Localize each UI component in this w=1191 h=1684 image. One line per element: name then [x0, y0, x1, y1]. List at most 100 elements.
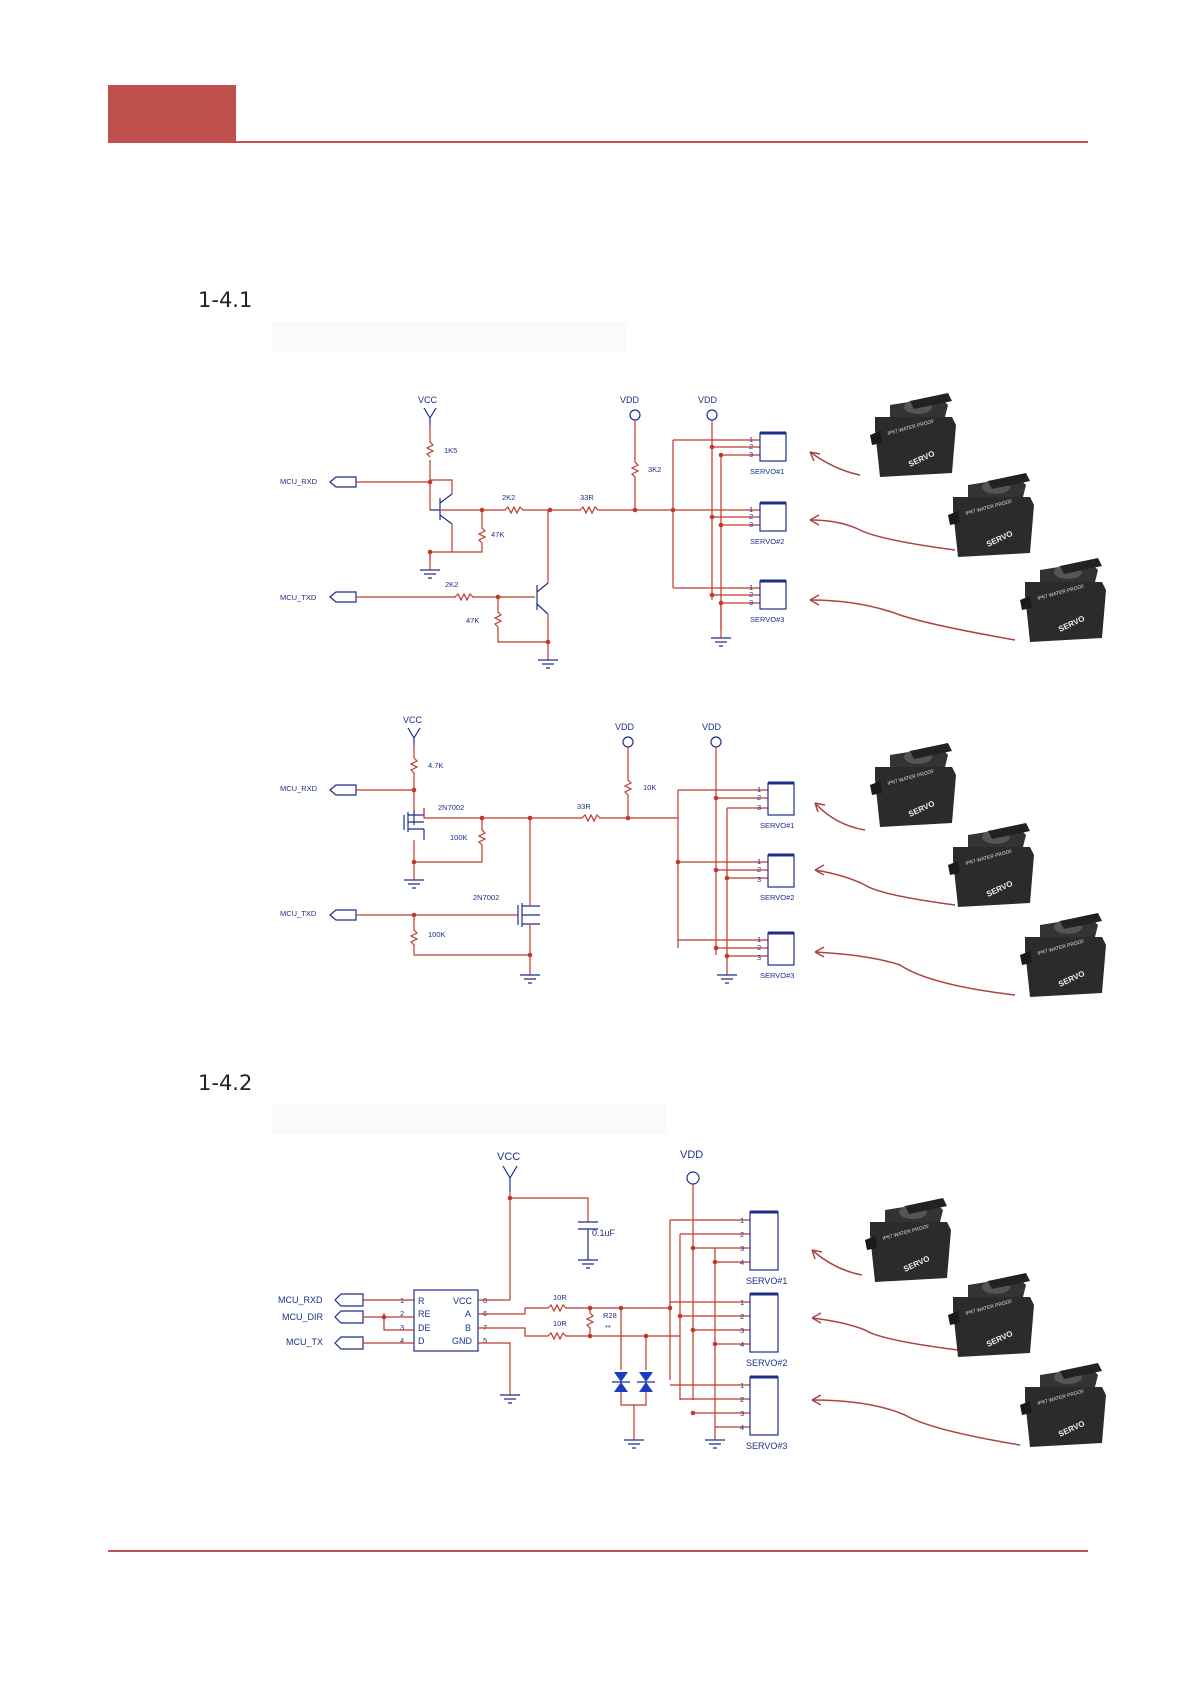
svg-text:SERVO#3: SERVO#3 — [746, 1441, 787, 1451]
svg-text:VCC: VCC — [453, 1296, 473, 1306]
servo-motor-icon: IP67 WATER PROOF SERVO — [948, 473, 1034, 557]
svg-text:SERVO#3: SERVO#3 — [760, 971, 794, 980]
header-block — [108, 85, 236, 143]
servo-motor-icon: IP67 WATER PROOF SERVO — [870, 393, 956, 477]
svg-text:1: 1 — [749, 435, 753, 444]
subtitle-bar-2 — [272, 1104, 667, 1134]
svg-text:DE: DE — [418, 1323, 431, 1333]
svg-text:3: 3 — [757, 953, 761, 962]
svg-text:R: R — [418, 1296, 425, 1306]
capacitor-0-1uf — [578, 1221, 598, 1269]
svg-text:2: 2 — [400, 1309, 404, 1318]
cap-label: 0.1uF — [592, 1228, 616, 1238]
r-47k-a-label: 47K — [491, 530, 504, 539]
svg-text:2: 2 — [740, 1312, 744, 1321]
vdd-label-c: VDD — [680, 1149, 703, 1161]
servo-motor-icon: IP67 WATER PROOF SERVO — [1020, 1363, 1106, 1447]
svg-text:SERVO#3: SERVO#3 — [750, 615, 784, 624]
svg-text:3: 3 — [400, 1323, 404, 1332]
resistor-2k2-b — [356, 592, 535, 602]
arrow-servo-3 — [809, 599, 1016, 641]
svg-text:1: 1 — [757, 857, 761, 866]
mcu-rxd-label: MCU_RXD — [280, 477, 318, 486]
r-47k-b-label: 47K — [466, 616, 479, 625]
vdd-label-1: VDD — [620, 395, 640, 405]
svg-text:SERVO#2: SERVO#2 — [750, 537, 784, 546]
svg-text:2: 2 — [757, 943, 761, 952]
servo-motor-icon: IP67 WATER PROOF SERVO — [865, 1198, 951, 1282]
svg-text:1: 1 — [749, 505, 753, 514]
arrow-servo-1 — [809, 451, 861, 476]
mosfet-q2 — [517, 903, 540, 927]
svg-text:1: 1 — [740, 1381, 744, 1390]
svg-text:2: 2 — [749, 512, 753, 521]
rs485-transceiver-ic — [413, 1289, 479, 1352]
transistor-q1 — [430, 493, 453, 525]
vcc-label-c: VCC — [497, 1151, 520, 1163]
r-4k7-label: 4.7K — [428, 761, 443, 770]
resistor-100k-b — [409, 915, 530, 956]
svg-text:SERVO#1: SERVO#1 — [760, 821, 794, 830]
svg-text:GND: GND — [452, 1336, 473, 1346]
svg-text:3: 3 — [749, 450, 753, 459]
servo-connector-2: 123 SERVO#2 — [749, 501, 787, 546]
r-3k2-label: 3K2 — [648, 465, 661, 474]
svg-text:1: 1 — [757, 935, 761, 944]
svg-text:5: 5 — [483, 1336, 487, 1345]
servo-connector-3: 123 SERVO#3 — [749, 579, 787, 624]
mcu-txd-label: MCU_TXD — [280, 593, 317, 602]
svg-text:2: 2 — [740, 1395, 744, 1404]
servo-motor-icon: IP67 WATER PROOF SERVO — [870, 743, 956, 827]
svg-text:1: 1 — [749, 583, 753, 592]
r-2k2-a-label: 2K2 — [502, 493, 515, 502]
resistor-3k2 — [630, 420, 640, 510]
vcc-label: VCC — [418, 395, 438, 405]
svg-text:4: 4 — [740, 1258, 744, 1267]
mcu-dir-label: MCU_DIR — [282, 1312, 324, 1322]
schematic-rs485-circuit: VCC 0.1uF 1 2 3 4 R RE DE D VCC A B GND … — [278, 1149, 1106, 1451]
mcu-rxd-label-c: MCU_RXD — [278, 1295, 323, 1305]
servo-motor-icon: IP67 WATER PROOF SERVO — [948, 1273, 1034, 1357]
vdd-label-2: VDD — [698, 395, 718, 405]
svg-text:2: 2 — [749, 442, 753, 451]
svg-text:1: 1 — [740, 1216, 744, 1225]
servo-motor-icon: IP67 WATER PROOF SERVO — [1020, 913, 1106, 997]
section-number-1: 1-4.1 — [198, 288, 253, 312]
r-33r-a-label: 33R — [580, 493, 594, 502]
schematic-transistor-circuit: VCC 1K5 MCU_RXD 47K 2K2 33R VDD 3K2 — [280, 395, 1016, 669]
svg-text:4: 4 — [740, 1423, 744, 1432]
mcu-txd-label-b: MCU_TXD — [280, 909, 317, 918]
mcu-rxd-label-b: MCU_RXD — [280, 784, 318, 793]
r-10k-label: 10K — [643, 783, 656, 792]
resistor-10r-a — [478, 1303, 590, 1315]
svg-text:2: 2 — [757, 793, 761, 802]
svg-text:4: 4 — [740, 1340, 744, 1349]
svg-text:3: 3 — [740, 1244, 744, 1253]
footer-rule — [108, 1550, 1088, 1552]
servo-images-a: IP67 WATER PROOF SERVO IP67 WATER PROOF … — [870, 393, 1106, 642]
servo-connector-b2: 123 SERVO#2 — [757, 853, 795, 902]
header-rule — [108, 141, 1088, 143]
resistor-r28 — [585, 1308, 595, 1336]
svg-text:RE: RE — [418, 1309, 431, 1319]
servo-motor-icon: IP67 WATER PROOF SERVO — [948, 823, 1034, 907]
svg-text:2: 2 — [749, 590, 753, 599]
ground-2 — [538, 659, 558, 669]
resistor-33r-a — [550, 505, 635, 515]
servo-motor-icon: IP67 WATER PROOF SERVO — [1020, 558, 1106, 642]
r-1k5-label: 1K5 — [444, 446, 457, 455]
r-10r-a-label: 10R — [553, 1293, 567, 1302]
svg-text:3: 3 — [740, 1409, 744, 1418]
ic-left-pins: 1 2 3 4 R RE DE D — [400, 1296, 431, 1346]
svg-text:4: 4 — [400, 1336, 404, 1345]
svg-text:3: 3 — [749, 598, 753, 607]
section-number-2: 1-4.2 — [198, 1071, 253, 1095]
vdd-label-b1: VDD — [615, 722, 635, 732]
r-33r-b-label: 33R — [577, 802, 591, 811]
resistor-2k2-a — [482, 505, 550, 515]
resistor-100k-a — [414, 818, 487, 863]
servo-connector-c3: 1 2 3 4 SERVO#3 — [740, 1375, 787, 1451]
resistor-10k — [623, 747, 678, 819]
